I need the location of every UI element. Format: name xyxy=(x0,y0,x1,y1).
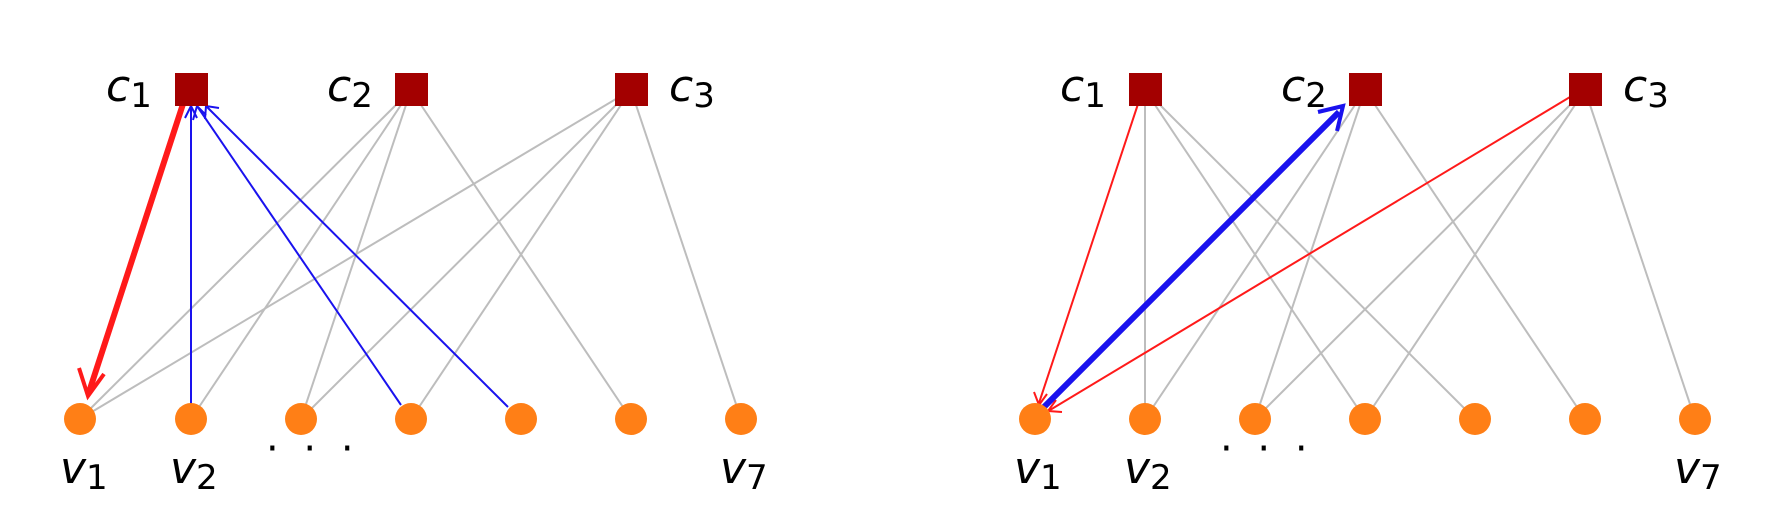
variable-node-v7 xyxy=(725,403,757,435)
message-v1-to-c2 xyxy=(1040,109,1342,411)
variable-node-v1 xyxy=(64,403,96,435)
check-node-c3 xyxy=(615,73,648,106)
message-c1-to-v1 xyxy=(1038,103,1139,404)
edge-c2-v2 xyxy=(190,89,412,420)
check-node-c1 xyxy=(175,73,208,106)
variable-label-v7: v7 xyxy=(1674,443,1722,498)
right-variable-nodes xyxy=(1019,403,1711,435)
edge-c3-v3 xyxy=(1254,89,1586,420)
variable-label-v7: v7 xyxy=(720,443,768,498)
message-c1-to-v1 xyxy=(86,103,186,393)
check-node-c2 xyxy=(1349,73,1382,106)
edge-c3-v3 xyxy=(300,89,632,420)
variable-node-v4 xyxy=(395,403,427,435)
variable-node-v4 xyxy=(1349,403,1381,435)
check-label-c1: c1 xyxy=(106,61,152,116)
variable-node-v6 xyxy=(1569,403,1601,435)
variable-node-v5 xyxy=(1459,403,1491,435)
check-label-c2: c2 xyxy=(1281,61,1327,116)
variable-label-v2: v2 xyxy=(170,443,218,498)
ellipsis: · · · xyxy=(1220,426,1314,472)
variable-label-v1: v1 xyxy=(1014,443,1062,498)
check-label-c1: c1 xyxy=(1060,61,1106,116)
edge-c3-v4 xyxy=(1364,89,1586,420)
left-blue-messages xyxy=(184,103,509,408)
edge-c2-v1 xyxy=(79,89,412,420)
variable-label-v1: v1 xyxy=(60,443,108,498)
right-panel: c1 c2 c3 v1 v2 · · · v7 xyxy=(1014,61,1722,498)
check-node-c2 xyxy=(395,73,428,106)
variable-node-v1 xyxy=(1019,403,1051,435)
variable-node-v2 xyxy=(175,403,207,435)
variable-node-v2 xyxy=(1129,403,1161,435)
variable-label-v2: v2 xyxy=(1124,443,1172,498)
ellipsis: · · · xyxy=(266,426,360,472)
check-node-c3 xyxy=(1569,73,1602,106)
arrowhead-v1-c2 xyxy=(1317,103,1346,132)
variable-node-v3 xyxy=(1239,403,1271,435)
left-panel: c1 c2 c3 v1 v2 · · · v7 xyxy=(60,61,768,498)
variable-node-v3 xyxy=(285,403,317,435)
variable-node-v6 xyxy=(615,403,647,435)
left-edges xyxy=(79,89,742,420)
right-edges xyxy=(1144,89,1696,420)
right-red-messages xyxy=(1033,96,1571,413)
edge-c2-v2 xyxy=(1144,89,1366,420)
message-c3-to-v1 xyxy=(1049,96,1571,411)
variable-node-v5 xyxy=(505,403,537,435)
edge-c3-v7 xyxy=(630,89,742,420)
left-variable-nodes xyxy=(64,403,757,435)
variable-node-v7 xyxy=(1679,403,1711,435)
message-v4-to-c1 xyxy=(196,105,402,406)
check-node-c1 xyxy=(1129,73,1162,106)
edge-c3-v7 xyxy=(1584,89,1696,420)
check-label-c3: c3 xyxy=(669,61,715,116)
message-v5-to-c1 xyxy=(205,105,509,408)
arrowhead-c1-v1 xyxy=(77,367,106,401)
check-label-c2: c2 xyxy=(327,61,373,116)
check-label-c3: c3 xyxy=(1623,61,1669,116)
edge-c3-v4 xyxy=(410,89,632,420)
